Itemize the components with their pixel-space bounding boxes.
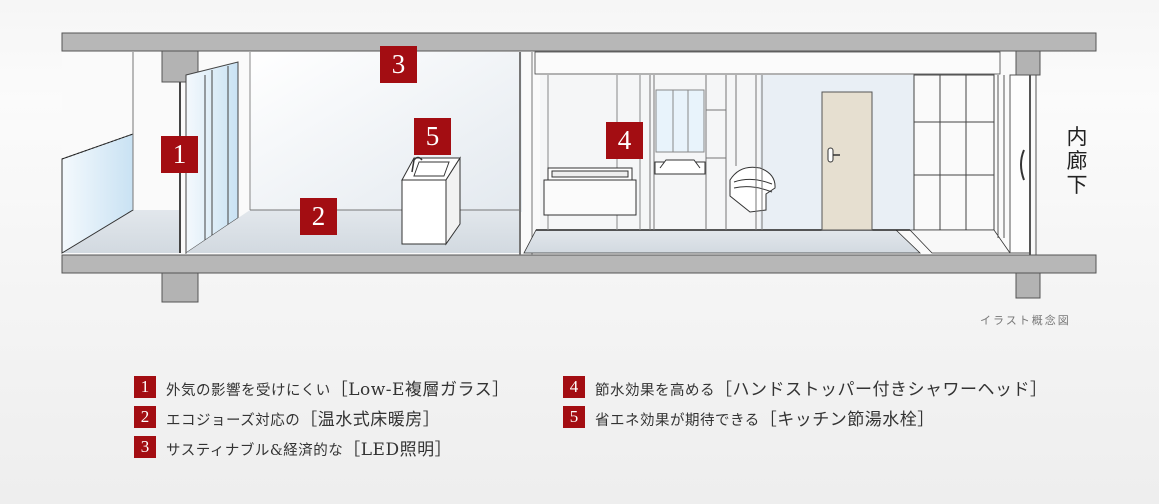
legend-lead: 外気の影響を受けにくい — [166, 382, 331, 399]
corridor-char: 内 — [1066, 125, 1088, 149]
legend-number: 5 — [563, 406, 585, 428]
legend-text: エコジョーズ対応の［温水式床暖房］ — [166, 409, 441, 430]
marker-4-shower: 4 — [606, 122, 643, 159]
legend-feature: キッチン節湯水栓 — [777, 409, 918, 430]
legend-lead: サスティナブル&経済的な — [166, 442, 344, 459]
legend-item-1: 1 外気の影響を受けにくい［Low-E複層ガラス］ — [134, 375, 510, 400]
legend-feature: ハンドストッパー付きシャワーヘッド — [732, 379, 1030, 400]
legend-number: 2 — [134, 406, 156, 428]
marker-3-led: 3 — [380, 46, 417, 83]
legend-feature: LED照明 — [360, 439, 435, 460]
cross-section-illustration: 1 2 3 4 5 内 廊 下 イラスト概念図 — [61, 32, 1097, 327]
legend-item-5: 5 省エネ効果が期待できる［キッチン節湯水栓］ — [563, 405, 1048, 430]
legend-item-2: 2 エコジョーズ対応の［温水式床暖房］ — [134, 405, 510, 430]
legend-text: サスティナブル&経済的な［LED照明］ — [166, 439, 453, 460]
marker-2-floor-heating: 2 — [300, 198, 337, 235]
legend-text: 外気の影響を受けにくい［Low-E複層ガラス］ — [166, 379, 510, 400]
corridor-label: 内 廊 下 — [1062, 125, 1092, 197]
legend-number: 3 — [134, 436, 156, 458]
marker-1-glass: 1 — [161, 136, 198, 173]
legend-text: 省エネ効果が期待できる［キッチン節湯水栓］ — [595, 409, 935, 430]
legend-left: 1 外気の影響を受けにくい［Low-E複層ガラス］ 2 エコジョーズ対応の［温水… — [134, 375, 510, 465]
legend-right: 4 節水効果を高める［ハンドストッパー付きシャワーヘッド］ 5 省エネ効果が期待… — [563, 375, 1048, 435]
legend-number: 1 — [134, 376, 156, 398]
marker-5-faucet: 5 — [414, 118, 451, 155]
legend-feature: 温水式床暖房 — [317, 409, 423, 430]
legend-lead: エコジョーズ対応の — [166, 412, 301, 429]
legend-feature: Low-E複層ガラス — [348, 379, 493, 400]
building-section-drawing — [61, 32, 1097, 303]
corridor-char: 廊 — [1066, 149, 1088, 173]
illustration-caption: イラスト概念図 — [980, 314, 1071, 327]
corridor-char: 下 — [1066, 173, 1088, 197]
legend-number: 4 — [563, 376, 585, 398]
legend-text: 節水効果を高める［ハンドストッパー付きシャワーヘッド］ — [595, 379, 1048, 400]
legend-item-3: 3 サスティナブル&経済的な［LED照明］ — [134, 435, 510, 460]
legend-lead: 省エネ効果が期待できる — [595, 412, 760, 429]
legend-lead: 節水効果を高める — [595, 382, 715, 399]
legend-item-4: 4 節水効果を高める［ハンドストッパー付きシャワーヘッド］ — [563, 375, 1048, 400]
